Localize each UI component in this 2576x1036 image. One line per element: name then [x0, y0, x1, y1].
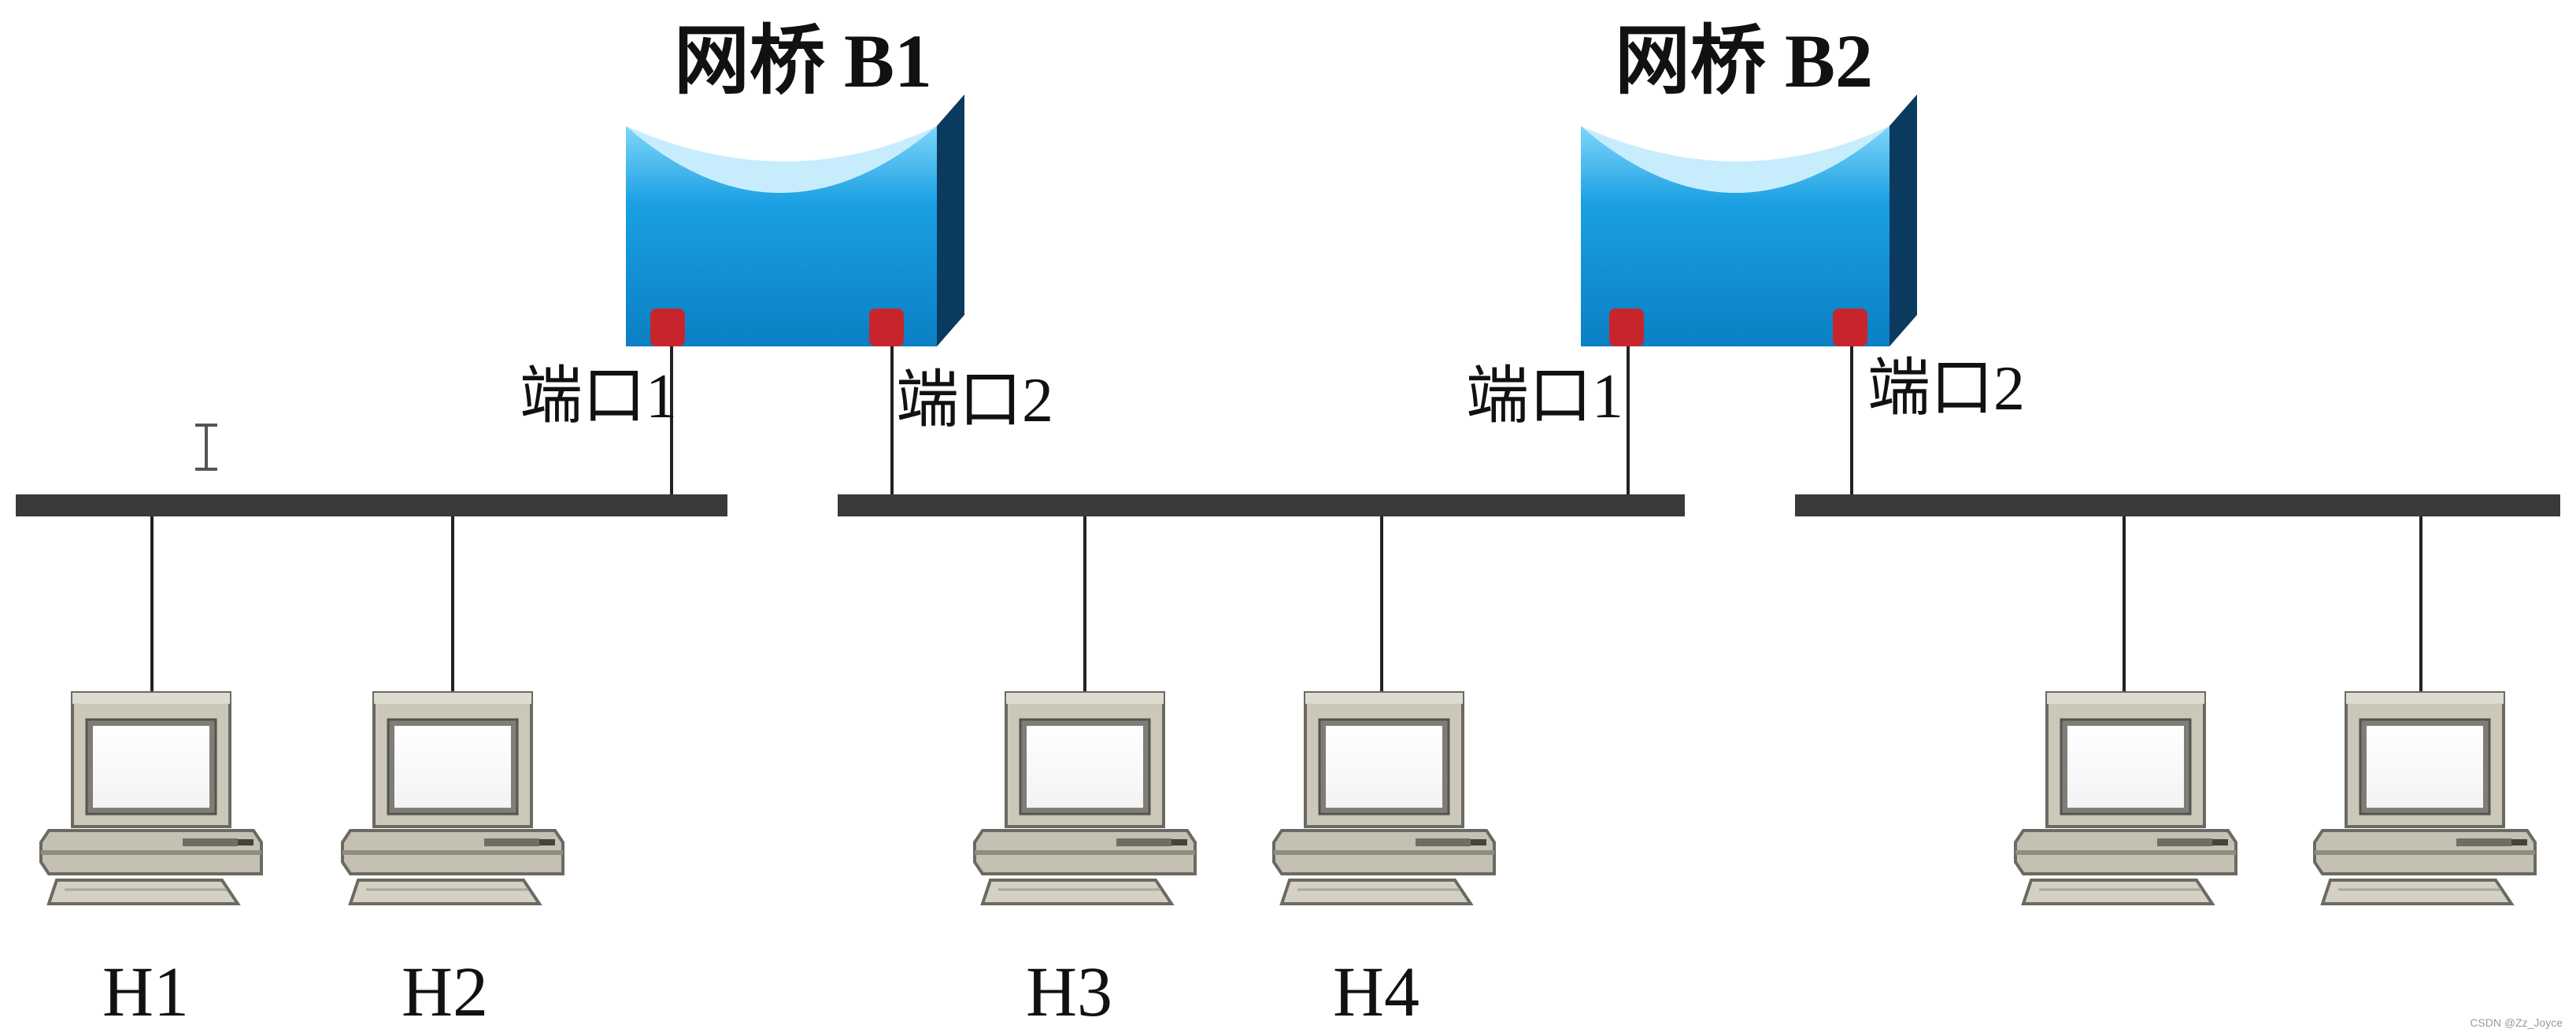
bridge-b1-title: 网桥 B1: [674, 19, 932, 103]
bridge-b2-port1-led: [1609, 309, 1644, 346]
host-6: [2313, 516, 2537, 905]
bridge-b1-icon: [626, 94, 964, 346]
computer-icon: [341, 691, 564, 905]
lan-segment-1: [16, 494, 727, 516]
host-h1: H1: [39, 516, 263, 1031]
computer-icon: [2014, 691, 2237, 905]
host-h4: H4: [1272, 516, 1496, 1031]
bridge-b1-port1-led: [650, 309, 685, 346]
bridge-b1-port1-label: 端口1: [520, 362, 677, 431]
host-h3: H3: [973, 516, 1197, 1031]
lan-segment-3: [1795, 494, 2560, 516]
computer-icon: [39, 691, 263, 905]
bridge-b1: 网桥 B1 端口1 端口2: [520, 19, 1053, 504]
lan-segment-2: [838, 494, 1685, 516]
bridge-b1-port2-led: [869, 309, 904, 346]
computer-icon: [973, 691, 1197, 905]
host-h2: H2: [341, 516, 564, 1031]
host-h1-label: H1: [102, 953, 189, 1031]
host-h2-label: H2: [402, 953, 488, 1031]
computer-icon: [1272, 691, 1496, 905]
computer-icon: [2313, 691, 2537, 905]
host-h4-label: H4: [1333, 953, 1419, 1031]
text-cursor-icon: [195, 424, 217, 471]
bridge-b2-port2-label: 端口2: [1867, 354, 2025, 424]
bridge-b2: 网桥 B2 端口1 端口2: [1466, 19, 2025, 504]
bridge-b2-port1-label: 端口1: [1466, 362, 1623, 431]
watermark: CSDN @Zz_Joyce: [2470, 1016, 2563, 1029]
host-h3-label: H3: [1026, 953, 1112, 1031]
host-5: [2014, 516, 2237, 905]
bridge-b2-port2-led: [1833, 309, 1867, 346]
bridge-b2-title: 网桥 B2: [1615, 19, 1873, 103]
bridge-b2-icon: [1581, 94, 1917, 346]
bridge-b1-port2-label: 端口2: [896, 366, 1053, 435]
